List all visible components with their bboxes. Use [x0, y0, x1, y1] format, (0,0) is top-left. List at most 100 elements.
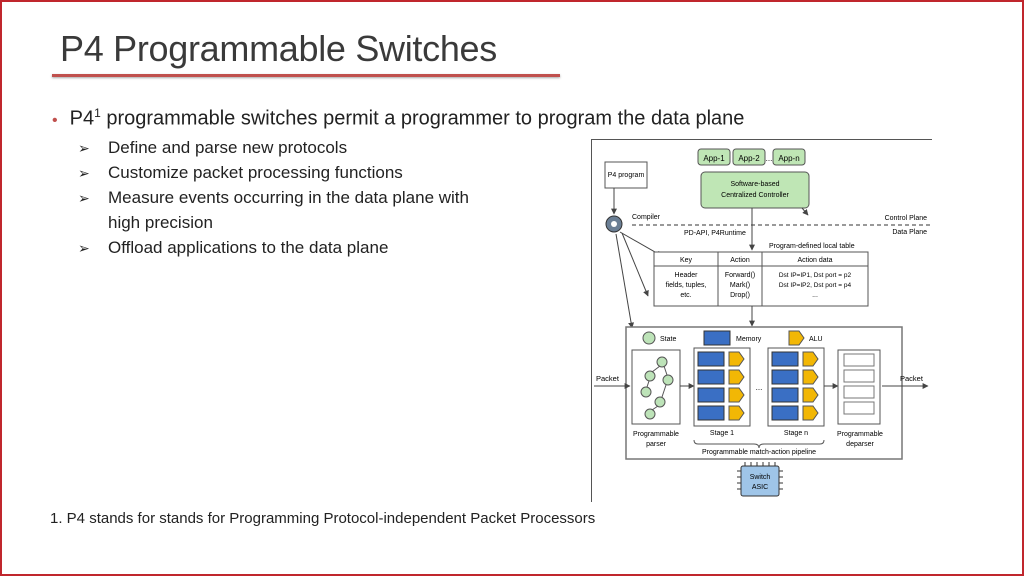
subpoint: ➢ Customize packet processing functions: [78, 163, 403, 183]
subpoint-text: Measure events occurring in the data pla…: [108, 188, 469, 207]
legend-alu-icon: [788, 330, 805, 346]
controller-label: Software-based: [730, 181, 779, 188]
table-header: Action: [730, 257, 750, 264]
table-action-cell: Forward(): [725, 272, 755, 279]
parse-edge: [663, 365, 668, 376]
alu-block: [728, 387, 745, 403]
memory-block: [697, 351, 725, 367]
parse-state-node: [644, 370, 656, 382]
stagen-units: [771, 351, 819, 421]
p4-architecture-figure: App-1 App-2 ... App-n Software-based Cen…: [591, 139, 932, 502]
parse-edge: [651, 365, 661, 373]
legend-state-icon: [642, 331, 656, 345]
deparser-slot: [843, 369, 875, 383]
memory-block: [771, 387, 799, 403]
pipeline-brace: [693, 439, 825, 449]
subpoint-continuation: high precision: [108, 213, 213, 232]
parse-edge: [661, 384, 667, 398]
bullet-p4: P4: [69, 107, 95, 130]
app-box: [772, 148, 806, 166]
parser-box: [631, 349, 681, 425]
deparser-label: deparser: [846, 441, 874, 448]
p4-program-box: [604, 161, 648, 189]
table-header: Action data: [797, 257, 832, 264]
pipeline-label: Programmable match-action pipeline: [702, 449, 816, 456]
app-label: App-2: [738, 154, 760, 163]
alu-block: [728, 405, 745, 421]
table-data-cell: Dst IP=IP2, Dst port = p4: [779, 282, 852, 289]
app-label: App-1: [703, 154, 725, 163]
main-bullet: • P41 programmable switches permit a prog…: [52, 106, 744, 131]
control-plane-label: Control Plane: [885, 215, 928, 222]
controller-box: [700, 171, 810, 209]
controller-arrow: [801, 207, 809, 216]
deparser-slot: [843, 353, 875, 367]
subpoint-text: Customize packet processing functions: [108, 163, 403, 182]
table-header: Key: [680, 257, 693, 264]
table-key-cell: fields, tuples,: [666, 282, 707, 289]
table-title: Program-defined local table: [769, 243, 855, 250]
arrow-bullet-icon: ➢: [78, 165, 90, 181]
deparser-label: Programmable: [837, 431, 883, 438]
subpoint-text: Define and parse new protocols: [108, 138, 348, 157]
legend-memory-icon: [703, 330, 731, 346]
alu-block: [802, 351, 819, 367]
alu-block: [728, 369, 745, 385]
compile-to-parser-arrow: [615, 233, 635, 329]
parse-state-node: [644, 408, 656, 420]
app-box: [697, 148, 731, 166]
alu-block: [802, 387, 819, 403]
parse-state-node: [656, 356, 668, 368]
asic-pins: [737, 462, 783, 490]
packet-out-label: Packet: [900, 374, 924, 383]
table-key-cell: Header: [675, 272, 699, 279]
slide-title: P4 Programmable Switches: [60, 28, 497, 69]
memory-block: [697, 369, 725, 385]
title-underline: [52, 74, 560, 77]
subpoint: ➢ Define and parse new protocols: [78, 138, 347, 158]
parse-state-node: [654, 396, 666, 408]
subpoint: ➢ Offload applications to the data plane: [78, 238, 388, 258]
switch-asic-chip: [740, 465, 780, 497]
stage1-units: [697, 351, 745, 421]
stage-ellipsis: ...: [756, 383, 763, 392]
footnote-marker: 1: [94, 106, 101, 120]
legend-memory-label: Memory: [736, 336, 762, 343]
data-plane-label: Data Plane: [892, 229, 927, 236]
table-data-cell: ...: [812, 292, 818, 299]
legend-alu-label: ALU: [809, 336, 823, 343]
deparser-slot: [843, 401, 875, 415]
table-action-cell: Mark(): [730, 282, 750, 289]
asic-label: Switch: [750, 474, 771, 481]
parse-edge: [651, 405, 659, 411]
table-data-cell: Dst IP=IP1, Dst port = p2: [779, 272, 852, 279]
p4-architecture-diagram: App-1 App-2 ... App-n Software-based Cen…: [594, 148, 930, 497]
deparser-buffers: [843, 353, 875, 415]
compiler-label: Compiler: [632, 214, 661, 221]
api-label: PD-API, P4Runtime: [684, 230, 746, 237]
stagen-label: Stage n: [784, 430, 808, 437]
arrow-bullet-icon: ➢: [78, 190, 90, 206]
memory-block: [697, 387, 725, 403]
parser-label: parser: [646, 441, 667, 448]
compiler-icon-core: [611, 221, 617, 227]
alu-block: [802, 405, 819, 421]
memory-block: [771, 369, 799, 385]
subpoint-text: Offload applications to the data plane: [108, 238, 389, 257]
bullet-dot-icon: •: [52, 111, 58, 129]
arrow-bullet-icon: ➢: [78, 140, 90, 156]
alu-block: [728, 351, 745, 367]
footnote: 1. P4 stands for stands for Programming …: [50, 510, 596, 527]
memory-block: [771, 405, 799, 421]
deparser-slot: [843, 385, 875, 399]
table-action-cell: Drop(): [730, 292, 750, 299]
bullet-text: programmable switches permit a programme…: [100, 107, 745, 130]
local-table: [653, 251, 869, 307]
stage1-label: Stage 1: [710, 430, 734, 437]
compile-to-pipeline-arrow: [621, 232, 649, 297]
subpoint: ➢ Measure events occurring in the data pl…: [78, 188, 469, 208]
app-label: App-n: [778, 154, 799, 163]
app-box: [732, 148, 766, 166]
arrow-bullet-icon: ➢: [78, 240, 90, 256]
